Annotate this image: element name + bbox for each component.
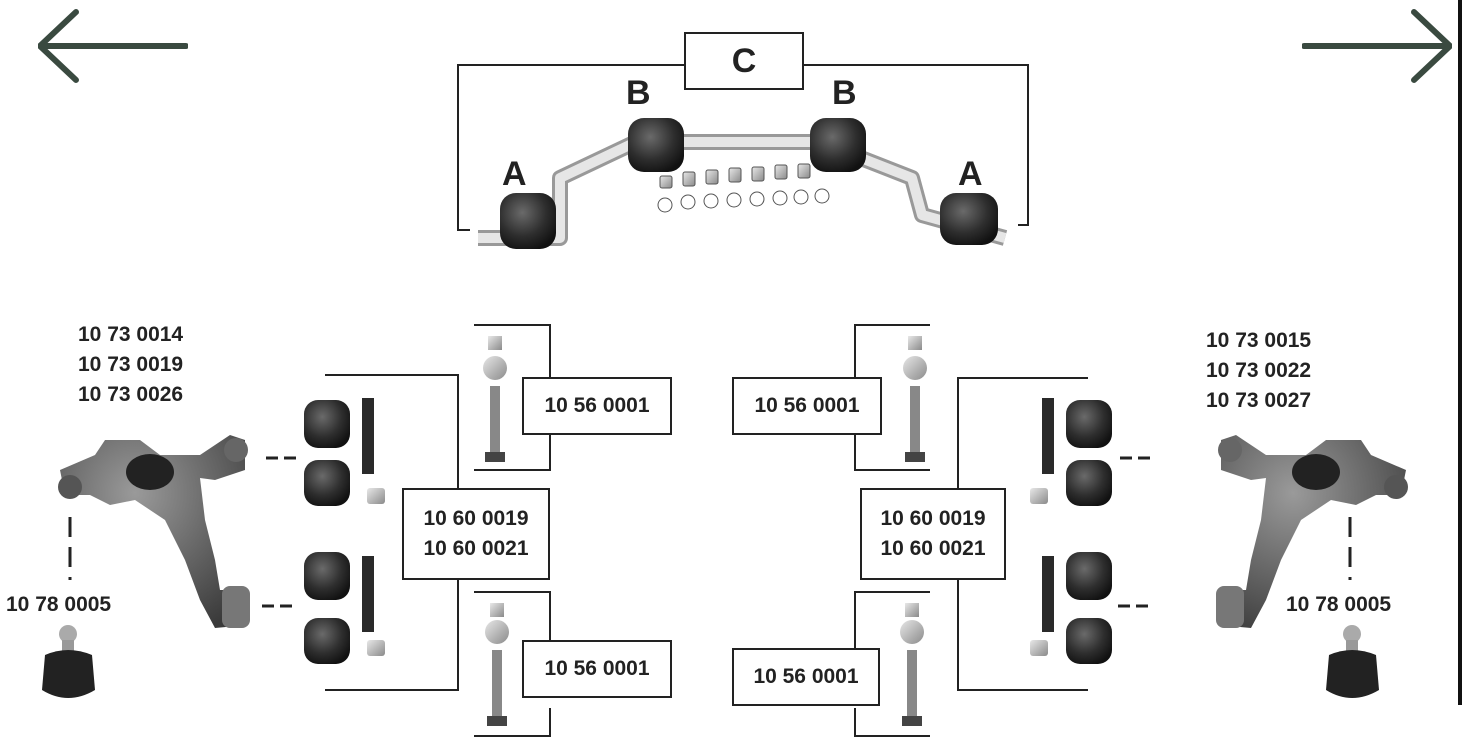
part-number[interactable]: 10 73 0022: [1206, 359, 1312, 382]
right-arm-part-numbers: 10 73 0015 10 73 0022 10 73 0027: [1206, 326, 1311, 416]
part-number: 10 56 0001: [544, 657, 650, 680]
bushing-a-right: [940, 193, 998, 245]
label-a-right: A: [958, 155, 983, 193]
part-number[interactable]: 10 73 0014: [78, 323, 184, 346]
label-c-box[interactable]: C: [684, 32, 804, 90]
part-number[interactable]: 10 73 0019: [78, 353, 184, 376]
left-control-arm: [58, 435, 250, 628]
part-number: 10 56 0001: [544, 394, 650, 417]
part-number: 10 56 0001: [753, 665, 859, 688]
part-number: 10 60 0021: [880, 537, 986, 560]
bushing-a-left: [500, 193, 556, 249]
left-bolt-bottom: [485, 603, 509, 726]
left-bolt-kit-bottom-box[interactable]: 10 56 0001: [522, 640, 672, 698]
label-a-left: A: [502, 155, 527, 193]
right-bolt-kit-bottom-box[interactable]: 10 56 0001: [732, 648, 880, 706]
part-number: 10 60 0019: [880, 507, 986, 530]
part-number: 10 60 0021: [423, 537, 529, 560]
right-bolt-bottom: [900, 603, 924, 726]
part-number[interactable]: 10 73 0026: [78, 383, 184, 406]
right-bolt-top: [903, 336, 927, 462]
label-b-left: B: [626, 74, 651, 112]
bushing-b-left: [628, 118, 684, 172]
part-number: 10 56 0001: [754, 394, 860, 417]
left-bushing-kit-box[interactable]: 10 60 0019 10 60 0021: [402, 488, 550, 580]
arrow-left-icon[interactable]: [38, 8, 188, 84]
left-bushing-kit: [304, 398, 385, 664]
page-border: [1458, 0, 1462, 705]
part-number[interactable]: 10 73 0027: [1206, 389, 1312, 412]
bushing-b-right: [810, 118, 866, 172]
right-ball-joint-number[interactable]: 10 78 0005: [1286, 593, 1392, 616]
arrow-right-icon[interactable]: [1302, 8, 1452, 84]
right-control-arm: [1216, 435, 1408, 628]
right-bushing-bracket: [957, 377, 1088, 488]
hardware-set: [657, 163, 830, 213]
left-bushing-bracket: [325, 374, 459, 488]
left-bolt-kit-top-box[interactable]: 10 56 0001: [522, 377, 672, 435]
right-bushing-kit: [1030, 398, 1112, 664]
part-number: 10 60 0019: [423, 507, 529, 530]
part-number[interactable]: 10 73 0015: [1206, 329, 1312, 352]
left-arm-part-numbers: 10 73 0014 10 73 0019 10 73 0026: [78, 320, 183, 410]
left-ball-joint: [42, 625, 95, 698]
right-bolt-kit-top-box[interactable]: 10 56 0001: [732, 377, 882, 435]
stabilizer-assembly: [457, 64, 1029, 249]
left-ball-joint-number[interactable]: 10 78 0005: [6, 593, 112, 616]
right-bushing-kit-box[interactable]: 10 60 0019 10 60 0021: [860, 488, 1006, 580]
label-c: C: [731, 42, 757, 80]
left-bolt-top: [483, 336, 507, 462]
right-ball-joint: [1326, 625, 1379, 698]
label-b-right: B: [832, 74, 857, 112]
